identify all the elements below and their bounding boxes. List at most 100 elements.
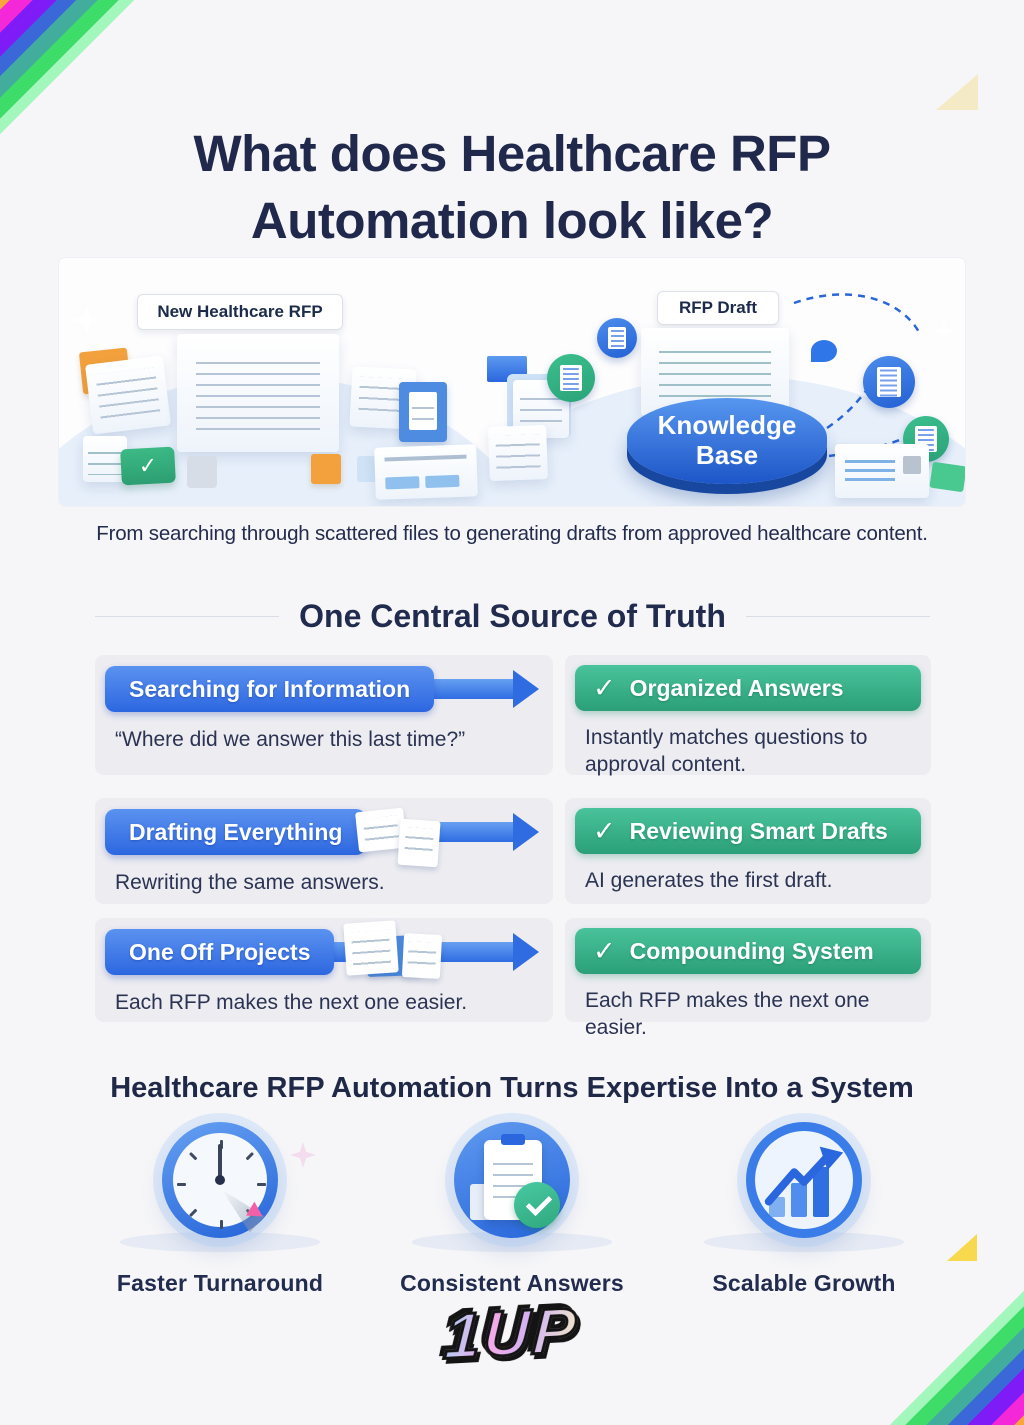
document-lines (495, 433, 541, 473)
hero-illustration: New Healthcare RFP ✓ RFP Draft Knowledge… (59, 258, 965, 506)
doc-glyph (607, 326, 627, 350)
after-banner: ✓ Compounding System (575, 928, 921, 974)
growth-chart-icon (746, 1122, 862, 1238)
arrow-head-icon (513, 813, 539, 851)
checkmark-icon: ✓ (593, 935, 616, 966)
before-banner-line: One Off Projects (105, 920, 539, 979)
before-banner-label: Searching for Information (129, 676, 411, 702)
before-banner: Searching for Information (105, 666, 435, 712)
arrow-head-icon (513, 670, 539, 708)
after-banner: ✓ Reviewing Smart Drafts (575, 808, 921, 854)
document-square (903, 456, 921, 474)
features-row: Faster Turnaround Consistent Answers (100, 1122, 924, 1297)
central-source-heading-text: One Central Source of Truth (299, 598, 726, 634)
green-note-icon (929, 461, 965, 493)
logo-1up-text: 1UP (442, 1292, 583, 1374)
folder-icon (187, 456, 217, 488)
arrow-head-icon (513, 933, 539, 971)
mini-doc-icon (343, 920, 399, 976)
before-banner-line: Drafting Everything (105, 807, 539, 868)
before-panel: Drafting Everything Rewriting the same a… (95, 798, 553, 904)
feature-scalable-growth: Scalable Growth (684, 1122, 924, 1297)
wide-document-icon (374, 444, 478, 500)
icon-wrap (412, 1122, 612, 1254)
before-panel: One Off Projects Each RFP makes the next… (95, 918, 553, 1022)
document-bar (385, 476, 420, 490)
feature-consistent-answers: Consistent Answers (392, 1122, 632, 1297)
hero-caption: From searching through scattered files t… (96, 522, 928, 545)
document-icon (85, 355, 171, 435)
ground-shadow (704, 1232, 904, 1252)
after-panel: ✓ Compounding System Each RFP makes the … (565, 918, 931, 1039)
before-banner-line: Searching for Information (105, 665, 539, 713)
before-desc: Rewriting the same answers. (115, 871, 385, 894)
speech-bubble-icon (811, 340, 837, 362)
document-line (384, 454, 467, 462)
document-lines (196, 352, 320, 434)
clipboard-clip (501, 1134, 525, 1145)
feature-faster-turnaround: Faster Turnaround (100, 1122, 340, 1297)
checkmark-icon: ✓ (593, 815, 616, 846)
before-desc: Each RFP makes the next one easier. (115, 991, 468, 1014)
mini-doc-icon (397, 818, 441, 868)
mini-doc-icon (401, 933, 443, 979)
comparison-row: One Off Projects Each RFP makes the next… (95, 918, 931, 1039)
before-panel: Searching for Information “Where did we … (95, 655, 553, 775)
before-banner: Drafting Everything (105, 809, 367, 855)
footer-logo: 1UP (0, 1292, 1024, 1374)
hero-right-label: RFP Draft (657, 291, 779, 325)
document-lines (403, 827, 435, 859)
arrow-shaft (428, 679, 513, 699)
clipboard-board (484, 1134, 542, 1220)
document-lines (412, 398, 434, 424)
document-lines (658, 342, 772, 402)
checkmark-card-icon: ✓ (120, 446, 176, 486)
page-title-line2: Automation look like? (250, 192, 774, 250)
checkmark-icon: ✓ (593, 672, 616, 703)
comparison-row: Searching for Information “Where did we … (95, 655, 931, 776)
document-icon (83, 436, 127, 482)
document-lines (407, 941, 437, 971)
after-banner: ✓ Organized Answers (575, 665, 921, 711)
before-banner: One Off Projects (105, 929, 335, 975)
document-bar (425, 474, 460, 489)
document-icon (835, 444, 929, 498)
yellow-accent-top-right (936, 74, 978, 110)
knowledge-base-label: Knowledge Base (657, 410, 797, 470)
before-banner-label: Drafting Everything (129, 819, 343, 845)
doc-circle-icon (547, 354, 595, 402)
sticky-note-icon (311, 454, 341, 484)
clock-face (173, 1133, 267, 1227)
feature-label: Consistent Answers (400, 1270, 624, 1296)
system-section-heading: Healthcare RFP Automation Turns Expertis… (110, 1072, 914, 1104)
after-panel: ✓ Reviewing Smart Drafts AI generates th… (565, 798, 931, 904)
feature-label: Faster Turnaround (116, 1270, 324, 1296)
document-lines (351, 930, 391, 966)
document-lines (362, 815, 400, 845)
after-desc: Each RFP makes the next one easier. (585, 989, 870, 1040)
after-banner-label: Reviewing Smart Drafts (629, 817, 888, 844)
hero-left-label: New Healthcare RFP (137, 294, 343, 330)
clock-hand (218, 1144, 222, 1180)
before-desc: “Where did we answer this last time?” (115, 728, 466, 751)
knowledge-base-cylinder: Knowledge Base (627, 398, 827, 484)
feature-label: Scalable Growth (712, 1270, 896, 1296)
blue-folder-icon (399, 382, 447, 442)
doc-circle-icon (597, 318, 637, 358)
ground-shadow (120, 1232, 320, 1252)
after-banner-label: Organized Answers (629, 674, 844, 701)
main-rfp-document (177, 334, 339, 452)
after-banner-label: Compounding System (629, 937, 874, 964)
bar-chart (755, 1131, 853, 1229)
after-desc: Instantly matches questions to approval … (585, 726, 868, 777)
comparison-row: Drafting Everything Rewriting the same a… (95, 798, 931, 904)
document-lines (88, 443, 122, 475)
page-title: What does Healthcare RFP Automation look… (0, 120, 1024, 255)
doc-glyph (877, 367, 901, 397)
after-desc: AI generates the first draft. (585, 869, 833, 892)
document-lines (95, 367, 161, 423)
before-banner-label: One Off Projects (129, 939, 311, 965)
clipboard-check-icon (454, 1122, 570, 1238)
folder-page (409, 392, 437, 430)
